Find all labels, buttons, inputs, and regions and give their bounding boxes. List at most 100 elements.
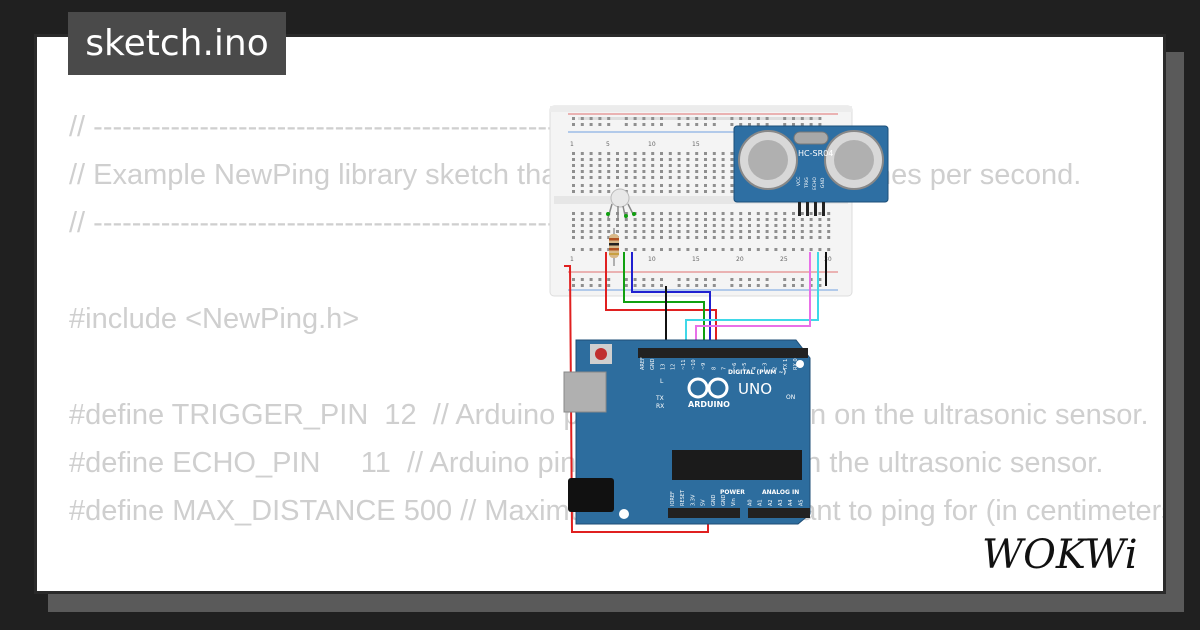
breadboard-hole (580, 152, 584, 155)
breadboard-hole (668, 158, 672, 161)
breadboard-hole (668, 170, 672, 173)
breadboard-hole (686, 158, 690, 161)
file-tab[interactable]: sketch.ino (68, 12, 286, 75)
sensor-model: HC-SR04 (798, 149, 833, 158)
breadboard-hole (589, 230, 593, 233)
board-model: UNO (738, 380, 772, 398)
breadboard-hole (756, 224, 760, 227)
bb-col-15: 15 (692, 141, 700, 148)
breadboard-hole (677, 278, 681, 281)
breadboard-hole (730, 248, 734, 251)
breadboard-hole (783, 123, 787, 126)
digital-pin-label: ~10 (691, 359, 697, 370)
breadboard-hole (818, 117, 822, 120)
breadboard-hole (748, 248, 751, 251)
digital-pin-label: ~9 (701, 363, 707, 370)
breadboard-hole (809, 224, 813, 227)
breadboard-hole (598, 248, 602, 251)
breadboard-hole (774, 224, 778, 227)
breadboard-hole (721, 212, 725, 215)
digital-pin-label: TX 1 (783, 359, 789, 371)
breadboard-hole (677, 152, 681, 155)
breadboard-hole (633, 123, 637, 126)
breadboard-hole (730, 184, 734, 187)
breadboard-hole (686, 170, 690, 173)
breadboard-hole (712, 158, 716, 161)
breadboard-hole (800, 123, 804, 126)
breadboard-hole (668, 248, 672, 251)
digital-label: DIGITAL (PWM ~) (728, 369, 786, 376)
breadboard-hole (774, 218, 778, 221)
breadboard-hole (774, 248, 778, 251)
breadboard-hole (589, 278, 593, 281)
breadboard-hole (607, 248, 611, 251)
breadboard-hole (704, 152, 707, 155)
breadboard-hole (616, 224, 619, 227)
breadboard-hole (642, 218, 646, 221)
breadboard-hole (642, 224, 646, 227)
breadboard-hole (580, 224, 584, 227)
breadboard-hole (660, 218, 663, 221)
bb-col-20: 20 (736, 256, 744, 263)
breadboard-hole (668, 184, 672, 187)
breadboard-hole (704, 224, 707, 227)
breadboard-hole (616, 164, 619, 167)
breadboard-hole (616, 170, 619, 173)
breadboard-hole (818, 278, 822, 281)
breadboard-hole (651, 212, 655, 215)
led-rx-label: RX (656, 403, 664, 410)
breadboard-hole (704, 123, 707, 126)
breadboard-hole (704, 176, 707, 179)
breadboard-hole (598, 152, 602, 155)
breadboard-hole (765, 224, 769, 227)
breadboard-hole (712, 123, 716, 126)
breadboard-hole (633, 117, 637, 120)
breadboard-hole (677, 170, 681, 173)
digital-pin-label: ~6 (732, 363, 738, 370)
breadboard-hole (721, 230, 725, 233)
sensor-pin-vcc: VCC (796, 177, 802, 186)
breadboard-hole (633, 284, 637, 287)
breadboard-hole (739, 117, 743, 120)
breadboard-hole (651, 152, 655, 155)
rgb-led[interactable] (606, 188, 636, 221)
breadboard-hole (580, 158, 584, 161)
breadboard-hole (827, 224, 831, 227)
breadboard-hole (668, 230, 672, 233)
power-analog-pin-label: RESET (680, 489, 686, 506)
breadboard-hole (809, 284, 813, 287)
breadboard-hole (827, 236, 831, 239)
breadboard-hole (695, 218, 699, 221)
breadboard-hole (580, 176, 584, 179)
resistor[interactable] (609, 228, 619, 266)
breadboard-hole (589, 224, 593, 227)
digital-pin-label: 12 (671, 364, 677, 370)
breadboard-hole (721, 224, 725, 227)
power-analog-pin-label: A3 (778, 499, 784, 506)
circuit-diagram[interactable]: 1 5 10 15 1 10 15 20 25 30 HC-SR04 VCC T… (548, 104, 908, 534)
breadboard-hole (598, 117, 602, 120)
breadboard-hole (616, 176, 619, 179)
breadboard-hole (677, 284, 681, 287)
breadboard-hole (572, 117, 575, 120)
breadboard-hole (580, 117, 584, 120)
breadboard-hole (642, 176, 646, 179)
breadboard-hole (624, 212, 628, 215)
breadboard-hole (712, 164, 716, 167)
breadboard-hole (721, 170, 725, 173)
breadboard-hole (651, 164, 655, 167)
breadboard-hole (800, 236, 804, 239)
breadboard-hole (607, 224, 611, 227)
breadboard-hole (572, 278, 575, 281)
power-analog-pin-label: A2 (768, 499, 774, 506)
on-label: ON (786, 394, 795, 401)
breadboard-hole (818, 248, 822, 251)
breadboard-hole (660, 158, 663, 161)
ultrasonic-sensor[interactable]: HC-SR04 VCC TRIG ECHO GND (733, 125, 889, 216)
breadboard-hole (651, 230, 655, 233)
digital-pin-label: 2 (773, 367, 779, 370)
breadboard-hole (572, 284, 575, 287)
breadboard-hole (589, 190, 593, 193)
